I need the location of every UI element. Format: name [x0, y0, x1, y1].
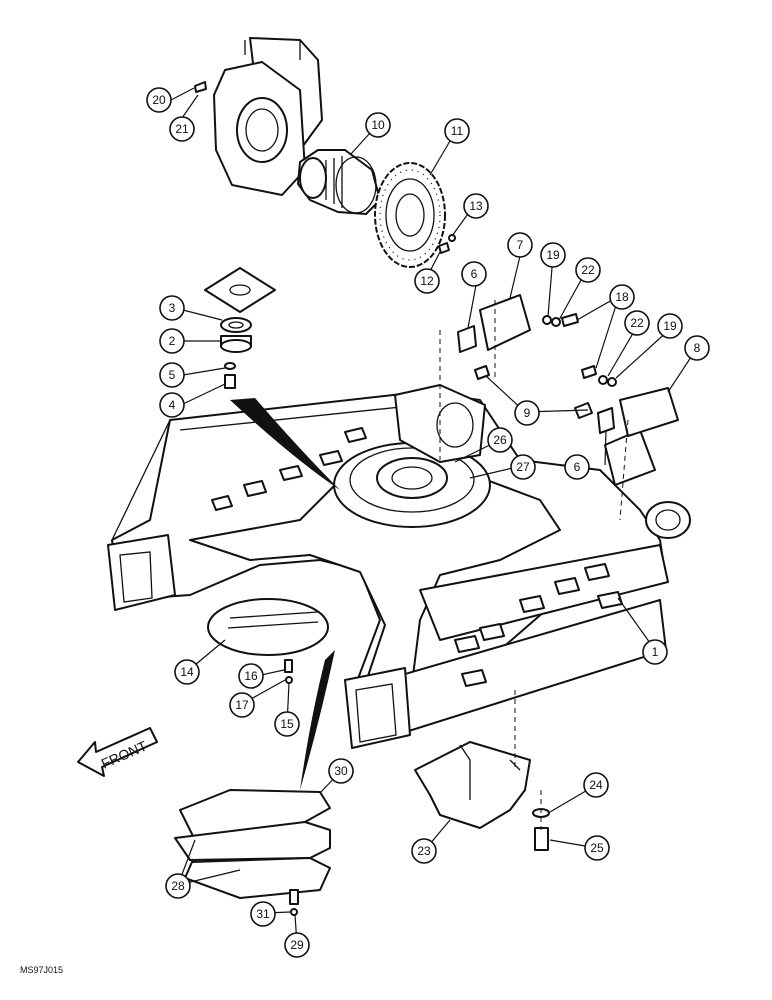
- inspection-cover: [207, 598, 329, 684]
- under-cover-plates: [174, 789, 331, 916]
- svg-text:22: 22: [581, 263, 595, 277]
- svg-text:14: 14: [180, 665, 194, 679]
- callout-27: 27: [510, 454, 536, 480]
- alignment-lines: [439, 300, 629, 830]
- callouts: 20 21 10 11 13 12 3 2 5 4 6 7 19 22 18 2…: [146, 87, 710, 958]
- svg-text:21: 21: [175, 122, 189, 136]
- callout-15: 15: [274, 711, 300, 737]
- lower-bracket: [414, 741, 550, 851]
- callout-6-upper: 6: [461, 261, 487, 287]
- svg-text:6: 6: [471, 267, 478, 281]
- svg-text:16: 16: [244, 669, 258, 683]
- callout-24: 24: [583, 772, 609, 798]
- svg-text:28: 28: [171, 879, 185, 893]
- svg-text:3: 3: [169, 301, 176, 315]
- callout-7: 7: [507, 232, 533, 258]
- svg-text:26: 26: [493, 433, 507, 447]
- svg-text:5: 5: [169, 368, 176, 382]
- svg-text:22: 22: [630, 316, 644, 330]
- svg-text:29: 29: [290, 938, 304, 952]
- svg-text:6: 6: [574, 460, 581, 474]
- callout-14: 14: [174, 659, 200, 685]
- callout-19-upper: 19: [540, 242, 566, 268]
- svg-text:7: 7: [517, 238, 524, 252]
- svg-text:30: 30: [334, 764, 348, 778]
- callout-2: 2: [159, 328, 185, 354]
- svg-text:12: 12: [420, 274, 434, 288]
- svg-text:24: 24: [589, 778, 603, 792]
- callout-21: 21: [169, 116, 195, 142]
- callout-22-lower: 22: [624, 310, 650, 336]
- callout-11: 11: [444, 118, 470, 144]
- callout-26: 26: [487, 427, 513, 453]
- callout-16: 16: [238, 663, 264, 689]
- callout-10: 10: [365, 112, 391, 138]
- callout-3: 3: [159, 295, 185, 321]
- svg-text:4: 4: [169, 398, 176, 412]
- drive-sprocket: [374, 162, 446, 268]
- callout-30: 29: [284, 932, 310, 958]
- callout-9-upper: 9: [514, 400, 540, 426]
- callout-19-lower: 19: [657, 313, 683, 339]
- svg-text:17: 17: [235, 698, 249, 712]
- callout-20: 20: [146, 87, 172, 113]
- callout-31: 31: [250, 901, 276, 927]
- svg-text:13: 13: [469, 199, 483, 213]
- travel-motor: [297, 149, 381, 215]
- removal-arrows: [230, 398, 340, 790]
- svg-text:18: 18: [615, 290, 629, 304]
- callout-1: 1: [642, 639, 668, 665]
- svg-text:25: 25: [590, 841, 604, 855]
- svg-text:20: 20: [152, 93, 166, 107]
- callout-25: 25: [584, 835, 610, 861]
- svg-text:9: 9: [524, 406, 531, 420]
- motor-mounting-bracket: [213, 37, 323, 196]
- track-frame: [107, 384, 691, 749]
- front-direction-arrow: FRONT: [77, 727, 158, 777]
- callout-22-upper: 22: [575, 257, 601, 283]
- svg-text:19: 19: [663, 319, 677, 333]
- callout-17: 17: [229, 692, 255, 718]
- svg-text:31: 31: [256, 907, 270, 921]
- callout-13: 13: [463, 193, 489, 219]
- callout-29: 30: [328, 758, 354, 784]
- callout-4: 4: [159, 392, 185, 418]
- center-plate-assembly: [204, 267, 276, 389]
- callout-18: 18: [609, 284, 635, 310]
- svg-text:2: 2: [169, 334, 176, 348]
- callout-12: 12: [414, 268, 440, 294]
- svg-text:1: 1: [652, 645, 659, 659]
- svg-text:23: 23: [417, 844, 431, 858]
- svg-text:15: 15: [280, 717, 294, 731]
- svg-text:11: 11: [451, 124, 464, 138]
- svg-text:10: 10: [371, 118, 385, 132]
- covers: [457, 294, 679, 437]
- callout-5: 5: [159, 362, 185, 388]
- callout-8: 8: [684, 335, 710, 361]
- callout-28: 28: [165, 873, 191, 899]
- svg-text:19: 19: [546, 248, 560, 262]
- svg-text:27: 27: [516, 460, 530, 474]
- callout-6-lower: 6: [564, 454, 590, 480]
- drawing-code: MS97J015: [20, 965, 63, 975]
- callout-23: 23: [411, 838, 437, 864]
- svg-text:8: 8: [694, 341, 701, 355]
